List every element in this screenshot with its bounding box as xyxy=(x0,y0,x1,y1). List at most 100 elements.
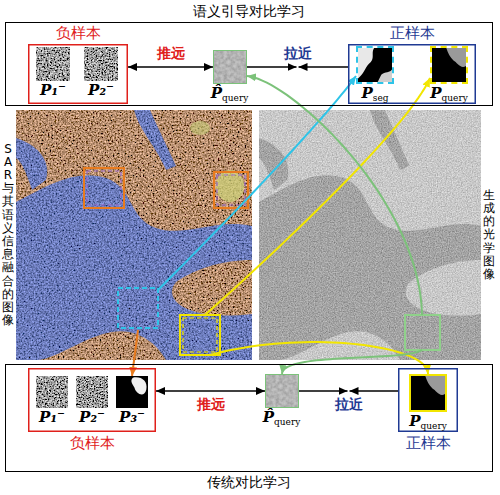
patch-texture xyxy=(214,51,246,83)
negative-window-inner xyxy=(87,171,121,205)
pull-arrow xyxy=(247,67,348,68)
patch-index: seg xyxy=(373,93,389,103)
patch-index: ₂⁻ xyxy=(99,81,114,99)
query-window-inner xyxy=(183,318,217,352)
patch-image xyxy=(266,375,298,407)
patch-texture xyxy=(36,376,68,408)
patch-image xyxy=(214,51,246,83)
patch-texture xyxy=(36,47,70,81)
image-patch: P₃⁻ xyxy=(116,376,148,408)
patch-ground xyxy=(266,375,298,407)
mapping-arrow xyxy=(282,350,422,374)
patch-symbol: P xyxy=(39,408,50,426)
arrow-line xyxy=(350,390,399,391)
sample-group: 正样本PsegPquery xyxy=(348,44,476,104)
mapping-arrow xyxy=(247,76,422,315)
patch-image xyxy=(36,376,68,408)
image-patch: P₂⁻ xyxy=(76,376,108,408)
sample-heading: 负样本 xyxy=(56,24,101,42)
image-panel: SAR与其语义信息融合的图像 xyxy=(16,110,252,360)
arrow-line xyxy=(299,66,349,67)
image-patch: P₁⁻ xyxy=(36,376,68,408)
sample-heading: 负样本 xyxy=(70,434,115,452)
patch-symbol: P xyxy=(430,84,441,102)
segment-window xyxy=(118,288,158,328)
patch-index: ₂⁻ xyxy=(90,408,105,426)
patch-feature xyxy=(446,48,466,67)
patch-label: P̂query xyxy=(263,409,301,428)
arrow-line xyxy=(282,350,422,374)
patch-symbol: P̂ xyxy=(263,408,274,426)
mapping-arrow xyxy=(132,330,138,376)
sample-group: 正样本Pquery xyxy=(398,368,458,432)
patch-label: Pquery xyxy=(430,85,468,104)
patch-symbol: P xyxy=(409,412,420,430)
patch-symbol: P xyxy=(40,81,51,99)
patch-image xyxy=(36,47,70,81)
edge-label: 拉近 xyxy=(333,396,365,413)
patch-label: P₃⁻ xyxy=(119,409,145,426)
image-patch: P₁⁻ xyxy=(36,47,70,81)
patch-index: ₃⁻ xyxy=(130,408,145,426)
image-patch: Pquery xyxy=(430,46,468,84)
arrow-line xyxy=(128,66,213,67)
patch-ground xyxy=(36,376,68,408)
patch-ground xyxy=(432,48,466,82)
image-caption: 生成的光学图像 xyxy=(483,189,495,281)
patch-feature xyxy=(131,377,146,394)
arrow-line xyxy=(132,330,138,376)
patch-index: query xyxy=(421,421,447,431)
sample-heading: 正样本 xyxy=(390,24,435,42)
mapping-arrow xyxy=(158,76,356,290)
edge-label: 推远 xyxy=(155,45,187,62)
image-patch: Pseg xyxy=(356,46,394,84)
patch-ground xyxy=(36,47,70,81)
negative-window xyxy=(84,168,124,208)
panel-title: 语义引导对比学习 xyxy=(193,3,305,20)
patch-index: query xyxy=(274,417,300,427)
image-patch: P₂⁻ xyxy=(84,47,118,81)
query-window xyxy=(180,315,220,355)
patch-ground xyxy=(116,376,148,408)
patch-image xyxy=(84,47,118,81)
patch-label: P₂⁻ xyxy=(79,409,105,426)
semantic-water xyxy=(16,110,252,360)
patch-label: P₂⁻ xyxy=(88,82,114,99)
patch-index: ₁⁻ xyxy=(51,81,66,99)
push-arrow xyxy=(156,391,265,392)
arrow-line xyxy=(210,342,428,374)
patch-symbol: P xyxy=(79,408,90,426)
sar-image xyxy=(16,110,252,360)
patch-image xyxy=(358,48,392,82)
semantic-vegetation xyxy=(190,121,210,135)
arrow-line xyxy=(299,390,348,391)
patch-image xyxy=(432,48,466,82)
generated-query-window xyxy=(405,315,440,350)
patch-index: ₁⁻ xyxy=(50,408,65,426)
edge-label: 拉近 xyxy=(282,45,314,62)
arrow-line xyxy=(247,76,422,315)
patch-texture xyxy=(76,376,108,408)
patch-label: Pquery xyxy=(409,413,447,432)
patch-ground xyxy=(84,47,118,81)
mapping-arrow xyxy=(205,78,430,315)
image-patch: P̂query xyxy=(265,374,299,408)
image-patch: P̂query xyxy=(213,50,247,84)
arrow-line xyxy=(156,390,265,391)
patch-label: Pseg xyxy=(362,85,389,104)
push-arrow xyxy=(128,67,213,68)
sample-group: 负样本P₁⁻P₂⁻P₃⁻ xyxy=(28,368,156,432)
semantic-water-region xyxy=(16,110,252,360)
patch-ground xyxy=(358,48,392,82)
patch-symbol: P xyxy=(119,408,130,426)
patch-label: P₁⁻ xyxy=(40,82,66,99)
patch-index: query xyxy=(442,93,468,103)
arrow-line xyxy=(205,78,430,315)
patch-feature xyxy=(425,376,445,395)
patch-feature xyxy=(378,69,392,82)
panel-title: 传统对比学习 xyxy=(207,474,291,491)
patch-label: P̂query xyxy=(211,85,249,104)
arrow-line xyxy=(158,76,356,290)
